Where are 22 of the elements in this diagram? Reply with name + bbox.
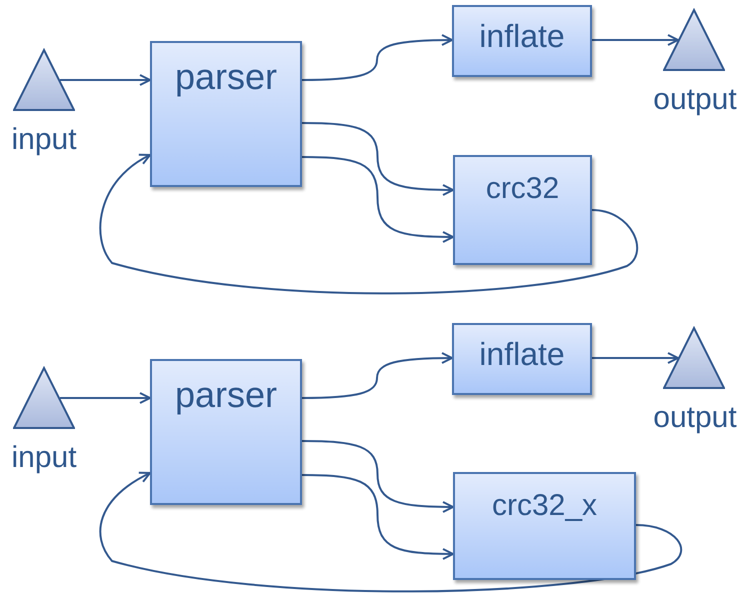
arrow <box>302 440 454 513</box>
arrow <box>302 156 454 243</box>
arrow <box>592 352 679 364</box>
arrow <box>592 34 679 46</box>
process-box: crc32_x <box>453 472 636 580</box>
terminal-label: output <box>652 82 738 118</box>
terminal-label: input <box>10 122 78 158</box>
arrow <box>60 74 151 86</box>
arrow <box>100 472 682 592</box>
process-box: inflate <box>452 5 592 77</box>
process-box: parser <box>150 41 302 187</box>
arrow <box>99 154 638 294</box>
terminal-label: output <box>652 400 738 436</box>
terminal-label: input <box>10 440 78 476</box>
arrow <box>302 352 453 399</box>
arrow <box>302 34 453 81</box>
arrow <box>302 474 454 560</box>
process-box: inflate <box>452 323 592 395</box>
arrow <box>60 392 151 404</box>
process-box: parser <box>150 359 302 505</box>
process-box: crc32 <box>453 155 592 265</box>
arrow <box>302 122 454 196</box>
